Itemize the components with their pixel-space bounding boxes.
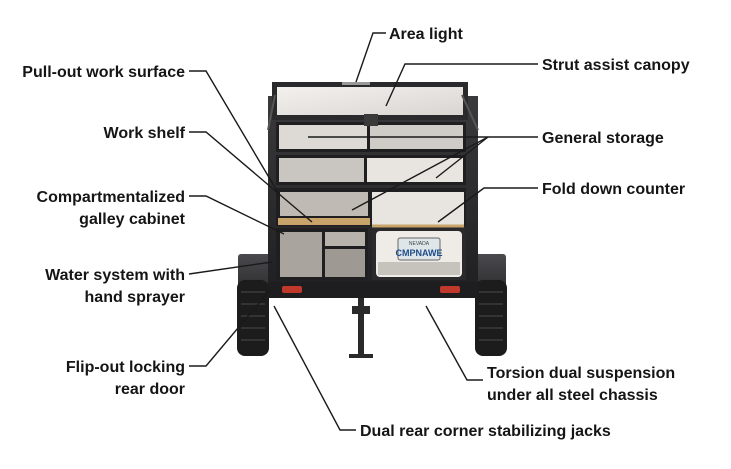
label-water-1: Water system with (45, 267, 185, 284)
label-door-1: Flip-out locking (66, 359, 185, 376)
label-area-light: Area light (389, 26, 463, 43)
label-water-2: hand sprayer (85, 289, 185, 306)
right-tire (475, 280, 507, 356)
label-galley-2: galley cabinet (79, 211, 185, 228)
work-shelf (278, 218, 370, 225)
leader-lines (188, 32, 538, 431)
fold-down-counter (372, 192, 464, 226)
tongue-jack (349, 298, 373, 358)
plate-state: NEVADA (409, 241, 430, 247)
label-work-shelf: Work shelf (104, 125, 186, 142)
left-reflector (282, 286, 302, 293)
label-strut-canopy: Strut assist canopy (542, 57, 690, 74)
left-tire (237, 280, 269, 356)
label-work-surface: Pull-out work surface (22, 64, 185, 81)
trailer-illustration: NEVADA CMPNAWE (237, 82, 507, 358)
right-reflector (440, 286, 460, 293)
license-plate: NEVADA CMPNAWE (396, 237, 443, 261)
label-door-2: rear door (115, 381, 185, 398)
strut-assist-canopy (267, 82, 479, 131)
label-jacks: Dual rear corner stabilizing jacks (360, 423, 611, 440)
rear-bumper (268, 282, 478, 298)
label-fold-counter: Fold down counter (542, 181, 685, 198)
label-torsion-2: under all steel chassis (487, 387, 658, 404)
label-galley-1: Compartmentalized (37, 189, 185, 206)
plate-number: CMPNAWE (396, 248, 443, 258)
label-general-storage: General storage (542, 130, 664, 147)
area-light-fixture (342, 82, 370, 85)
callout-labels: Area light Strut assist canopy Pull-out … (22, 26, 689, 440)
label-torsion-1: Torsion dual suspension (487, 365, 675, 382)
